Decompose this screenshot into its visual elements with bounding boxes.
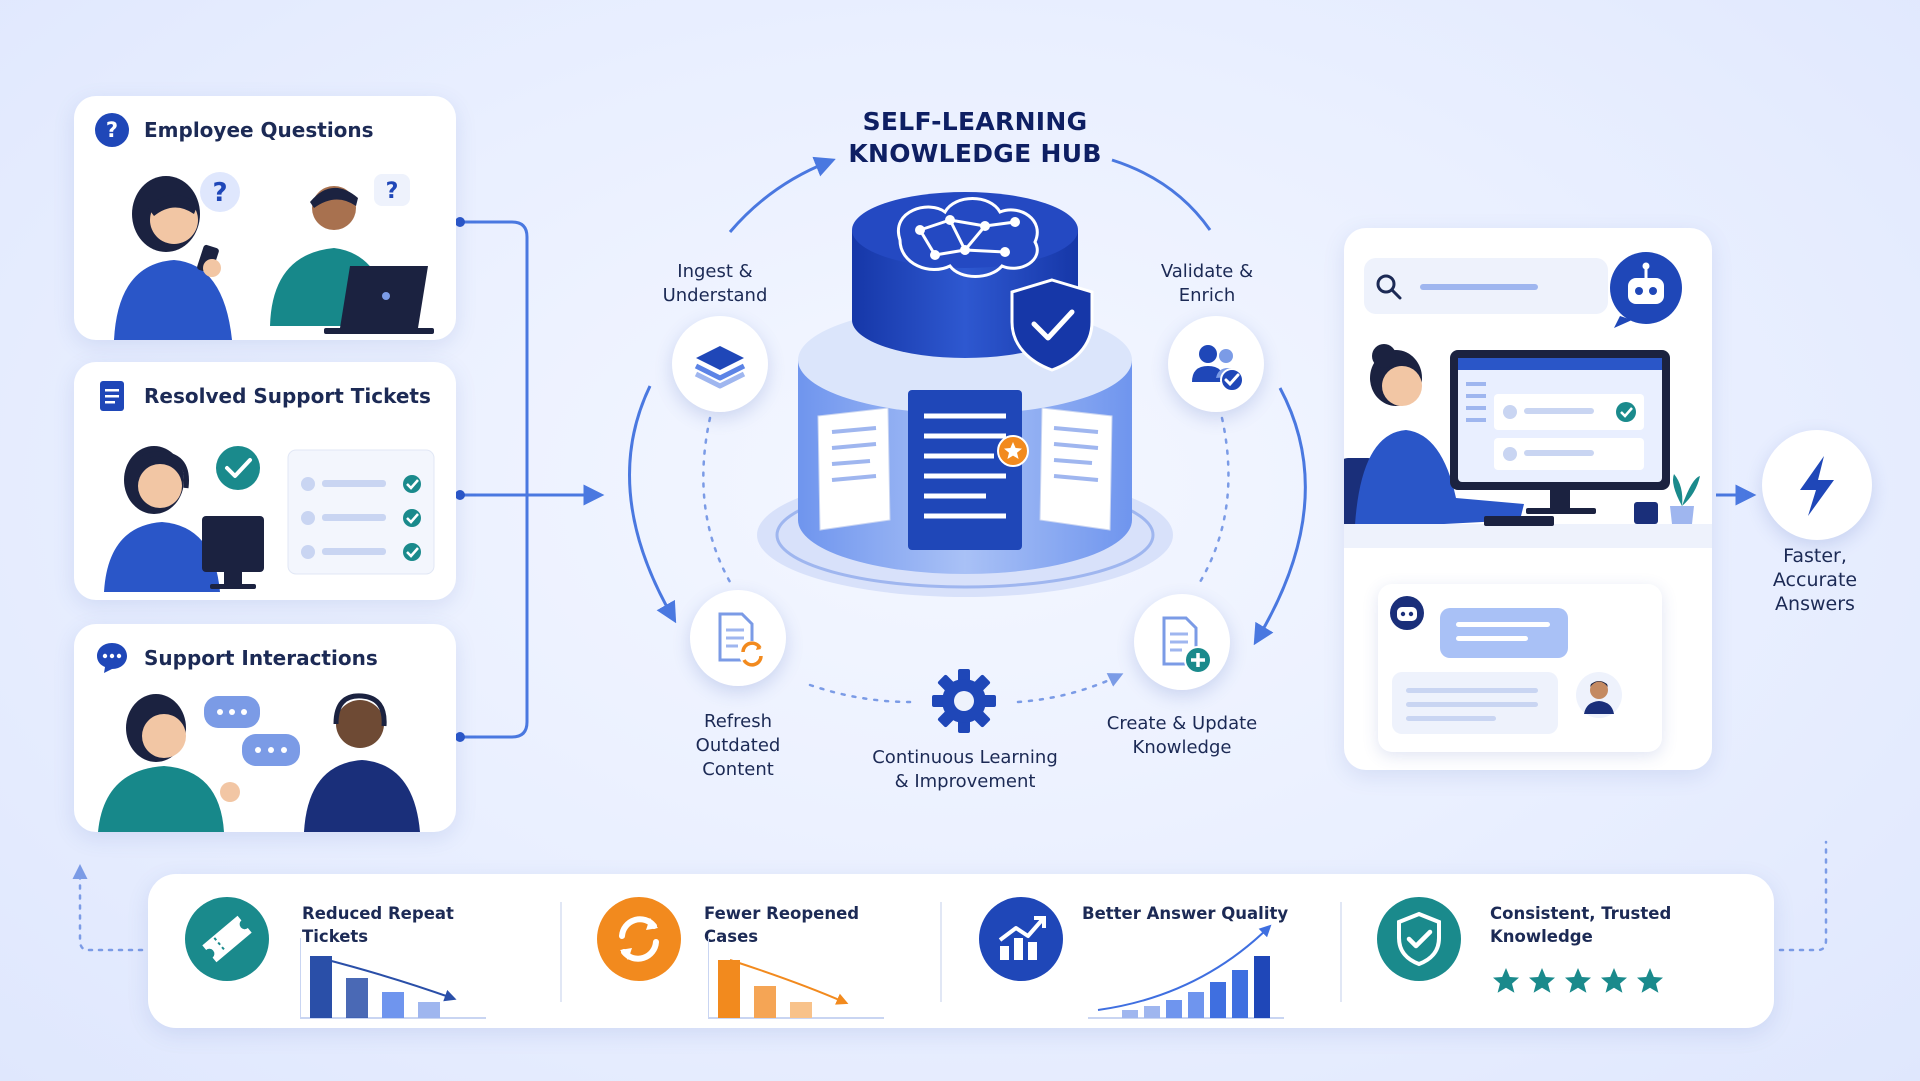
benefits-bar: Reduced Repeat Tickets Fewer Reopened Ca… bbox=[148, 874, 1774, 1028]
knowledge-document-right bbox=[1039, 407, 1113, 531]
star-icon bbox=[1565, 968, 1591, 993]
step-label-ingest: Ingest & Understand bbox=[662, 261, 768, 306]
layers-icon bbox=[694, 346, 746, 389]
outcome-label: Faster, Accurate Answers bbox=[1772, 545, 1858, 615]
hub-title: SELF-LEARNING KNOWLEDGE HUB bbox=[800, 106, 1150, 170]
star-icon bbox=[1493, 968, 1519, 993]
svg-text:?: ? bbox=[212, 178, 227, 208]
star-icon bbox=[1601, 968, 1627, 993]
source-title: Resolved Support Tickets bbox=[144, 384, 431, 408]
ticket-icon bbox=[185, 897, 269, 981]
user-avatar-icon bbox=[1576, 672, 1622, 718]
shield-check-icon bbox=[1010, 278, 1094, 372]
benefit-label: Fewer Reopened Cases bbox=[704, 904, 860, 946]
search-bar bbox=[1364, 258, 1608, 314]
chart-up-icon bbox=[979, 897, 1063, 981]
divider bbox=[1340, 902, 1342, 1002]
step-refresh bbox=[690, 590, 786, 686]
fewer-reopened-trend bbox=[708, 938, 884, 1019]
shield-check-icon bbox=[1377, 897, 1461, 981]
reduced-tickets-trend bbox=[300, 938, 486, 1019]
star-icon bbox=[1637, 968, 1663, 993]
support-interactions-illustration bbox=[98, 693, 420, 832]
step-create bbox=[1134, 594, 1230, 690]
question-icon: ? bbox=[94, 112, 130, 152]
chat-icon bbox=[94, 640, 130, 680]
document-add-icon bbox=[1162, 616, 1212, 674]
hub-title-line1: SELF-LEARNING bbox=[862, 107, 1088, 136]
step-validate bbox=[1168, 316, 1264, 412]
bot-message-bubble bbox=[1440, 608, 1568, 658]
search-icon bbox=[1376, 274, 1402, 300]
divider bbox=[940, 902, 942, 1002]
chatbot-icon bbox=[1610, 252, 1682, 328]
step-label-refresh: Refresh Outdated Content bbox=[695, 711, 781, 780]
step-label-validate: Validate & Enrich bbox=[1160, 261, 1254, 306]
source-title: Support Interactions bbox=[144, 646, 378, 670]
source-card-support-interactions: Support Interactions bbox=[74, 624, 456, 832]
ai-assistant-panel bbox=[1344, 228, 1712, 770]
hub-title-line2: KNOWLEDGE HUB bbox=[848, 139, 1102, 168]
user-message-bubble bbox=[1392, 672, 1558, 734]
search-placeholder-line bbox=[1420, 284, 1538, 290]
divider bbox=[560, 902, 562, 1002]
better-quality-trend bbox=[1088, 924, 1284, 1019]
benefit-label: Better Answer Quality bbox=[1082, 904, 1289, 923]
knowledge-document-left bbox=[817, 407, 891, 531]
bot-avatar-icon bbox=[1390, 596, 1424, 630]
knowledge-document-center bbox=[908, 390, 1022, 550]
star-icon bbox=[1529, 968, 1555, 993]
chat-window bbox=[1378, 584, 1662, 752]
step-label-continuous: Continuous Learning & Improvement bbox=[872, 747, 1058, 792]
step-ingest bbox=[672, 316, 768, 412]
resolved-tickets-illustration bbox=[104, 446, 435, 592]
source-card-resolved-tickets: Resolved Support Tickets bbox=[74, 362, 456, 600]
benefit-label: Reduced Repeat Tickets bbox=[302, 904, 454, 946]
document-icon bbox=[94, 378, 130, 418]
document-refresh-icon bbox=[718, 612, 765, 667]
outcome-circle bbox=[1762, 430, 1872, 540]
gear-icon bbox=[932, 669, 996, 733]
source-card-employee-questions: ? Employee Questions ? ? bbox=[74, 96, 456, 340]
star-badge-icon bbox=[997, 435, 1029, 467]
source-title: Employee Questions bbox=[144, 118, 374, 142]
svg-text:?: ? bbox=[386, 179, 399, 204]
refresh-icon bbox=[597, 897, 681, 981]
employee-questions-illustration: ? ? bbox=[114, 172, 434, 340]
knowledge-hub-cylinder bbox=[757, 192, 1173, 597]
benefit-label: Consistent, Trusted Knowledge bbox=[1490, 904, 1672, 946]
step-label-create: Create & Update Knowledge bbox=[1106, 713, 1258, 758]
lightning-icon bbox=[1800, 456, 1834, 516]
agent-at-computer-illustration bbox=[1344, 344, 1712, 548]
users-check-icon bbox=[1192, 345, 1244, 392]
svg-text:?: ? bbox=[106, 118, 118, 142]
rating-stars bbox=[1493, 968, 1663, 993]
